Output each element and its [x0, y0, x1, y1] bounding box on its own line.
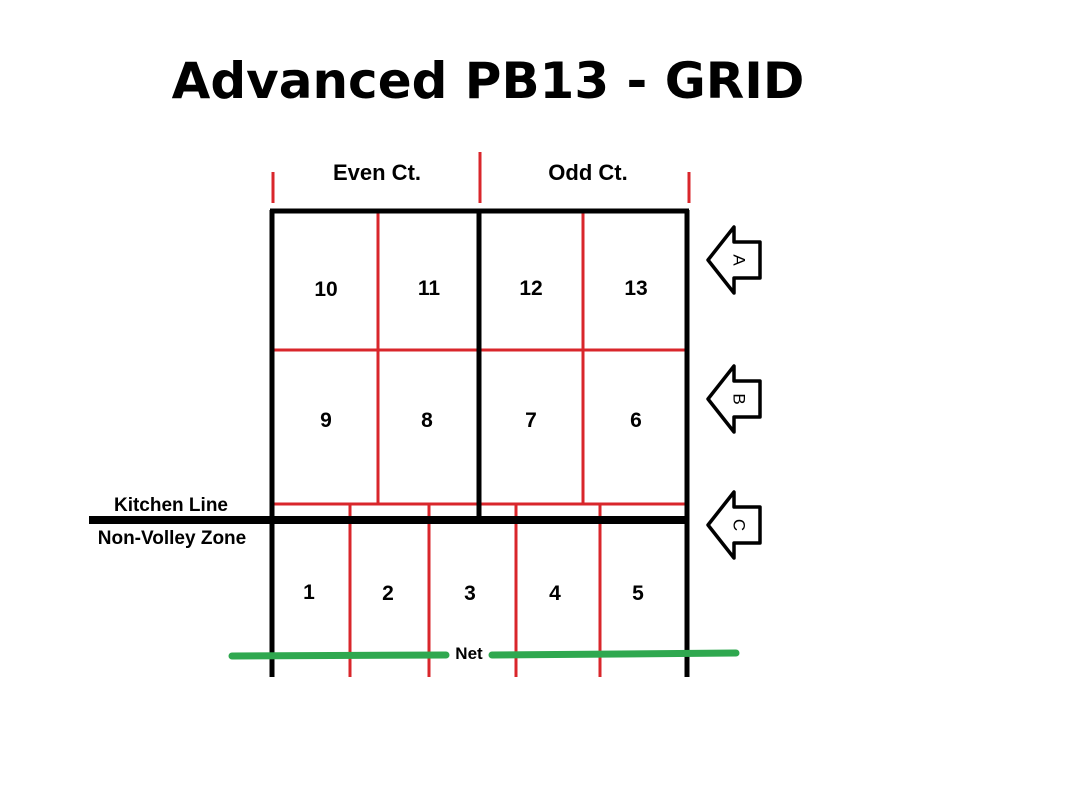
non-volley-zone-label: Non-Volley Zone [98, 528, 246, 549]
zone-number: 13 [624, 277, 647, 300]
row-a-zones: 10 11 12 13 [314, 277, 647, 301]
net-label: Net [455, 644, 483, 663]
kitchen-line-label: Kitchen Line [114, 495, 228, 516]
zone-number: 12 [519, 277, 542, 300]
arrow-left-icon [706, 225, 762, 295]
zone-number: 6 [630, 409, 642, 432]
row-c-zones: 1 2 3 4 5 [303, 581, 644, 605]
zone-number: 9 [320, 409, 332, 432]
zone-number: 1 [303, 581, 315, 604]
arrow-b: B [706, 364, 762, 434]
zone-number: 8 [421, 409, 433, 432]
court-lines [89, 208, 690, 677]
arrow-letter: C [730, 519, 749, 531]
zone-number: 4 [549, 582, 561, 605]
arrow-a: A [706, 225, 762, 295]
zone-number: 3 [464, 582, 476, 605]
arrow-letter: B [730, 393, 749, 404]
net-line-right [488, 649, 740, 659]
arrow-left-icon [706, 364, 762, 434]
zone-number: 2 [382, 582, 394, 605]
diagram-title: Advanced PB13 - GRID [172, 52, 805, 110]
zone-number: 7 [525, 409, 537, 432]
zone-number: 11 [418, 277, 441, 300]
arrow-letter: A [730, 254, 749, 266]
zone-number: 10 [314, 278, 337, 301]
arrow-c: C [706, 490, 762, 560]
odd-court-label: Odd Ct. [548, 160, 627, 185]
zone-number: 5 [632, 582, 644, 605]
column-ticks [271, 152, 691, 203]
arrow-left-icon [706, 490, 762, 560]
net: Net [228, 644, 740, 663]
even-court-label: Even Ct. [333, 160, 421, 185]
net-line-left [228, 651, 450, 660]
row-b-zones: 9 8 7 6 [320, 409, 642, 432]
